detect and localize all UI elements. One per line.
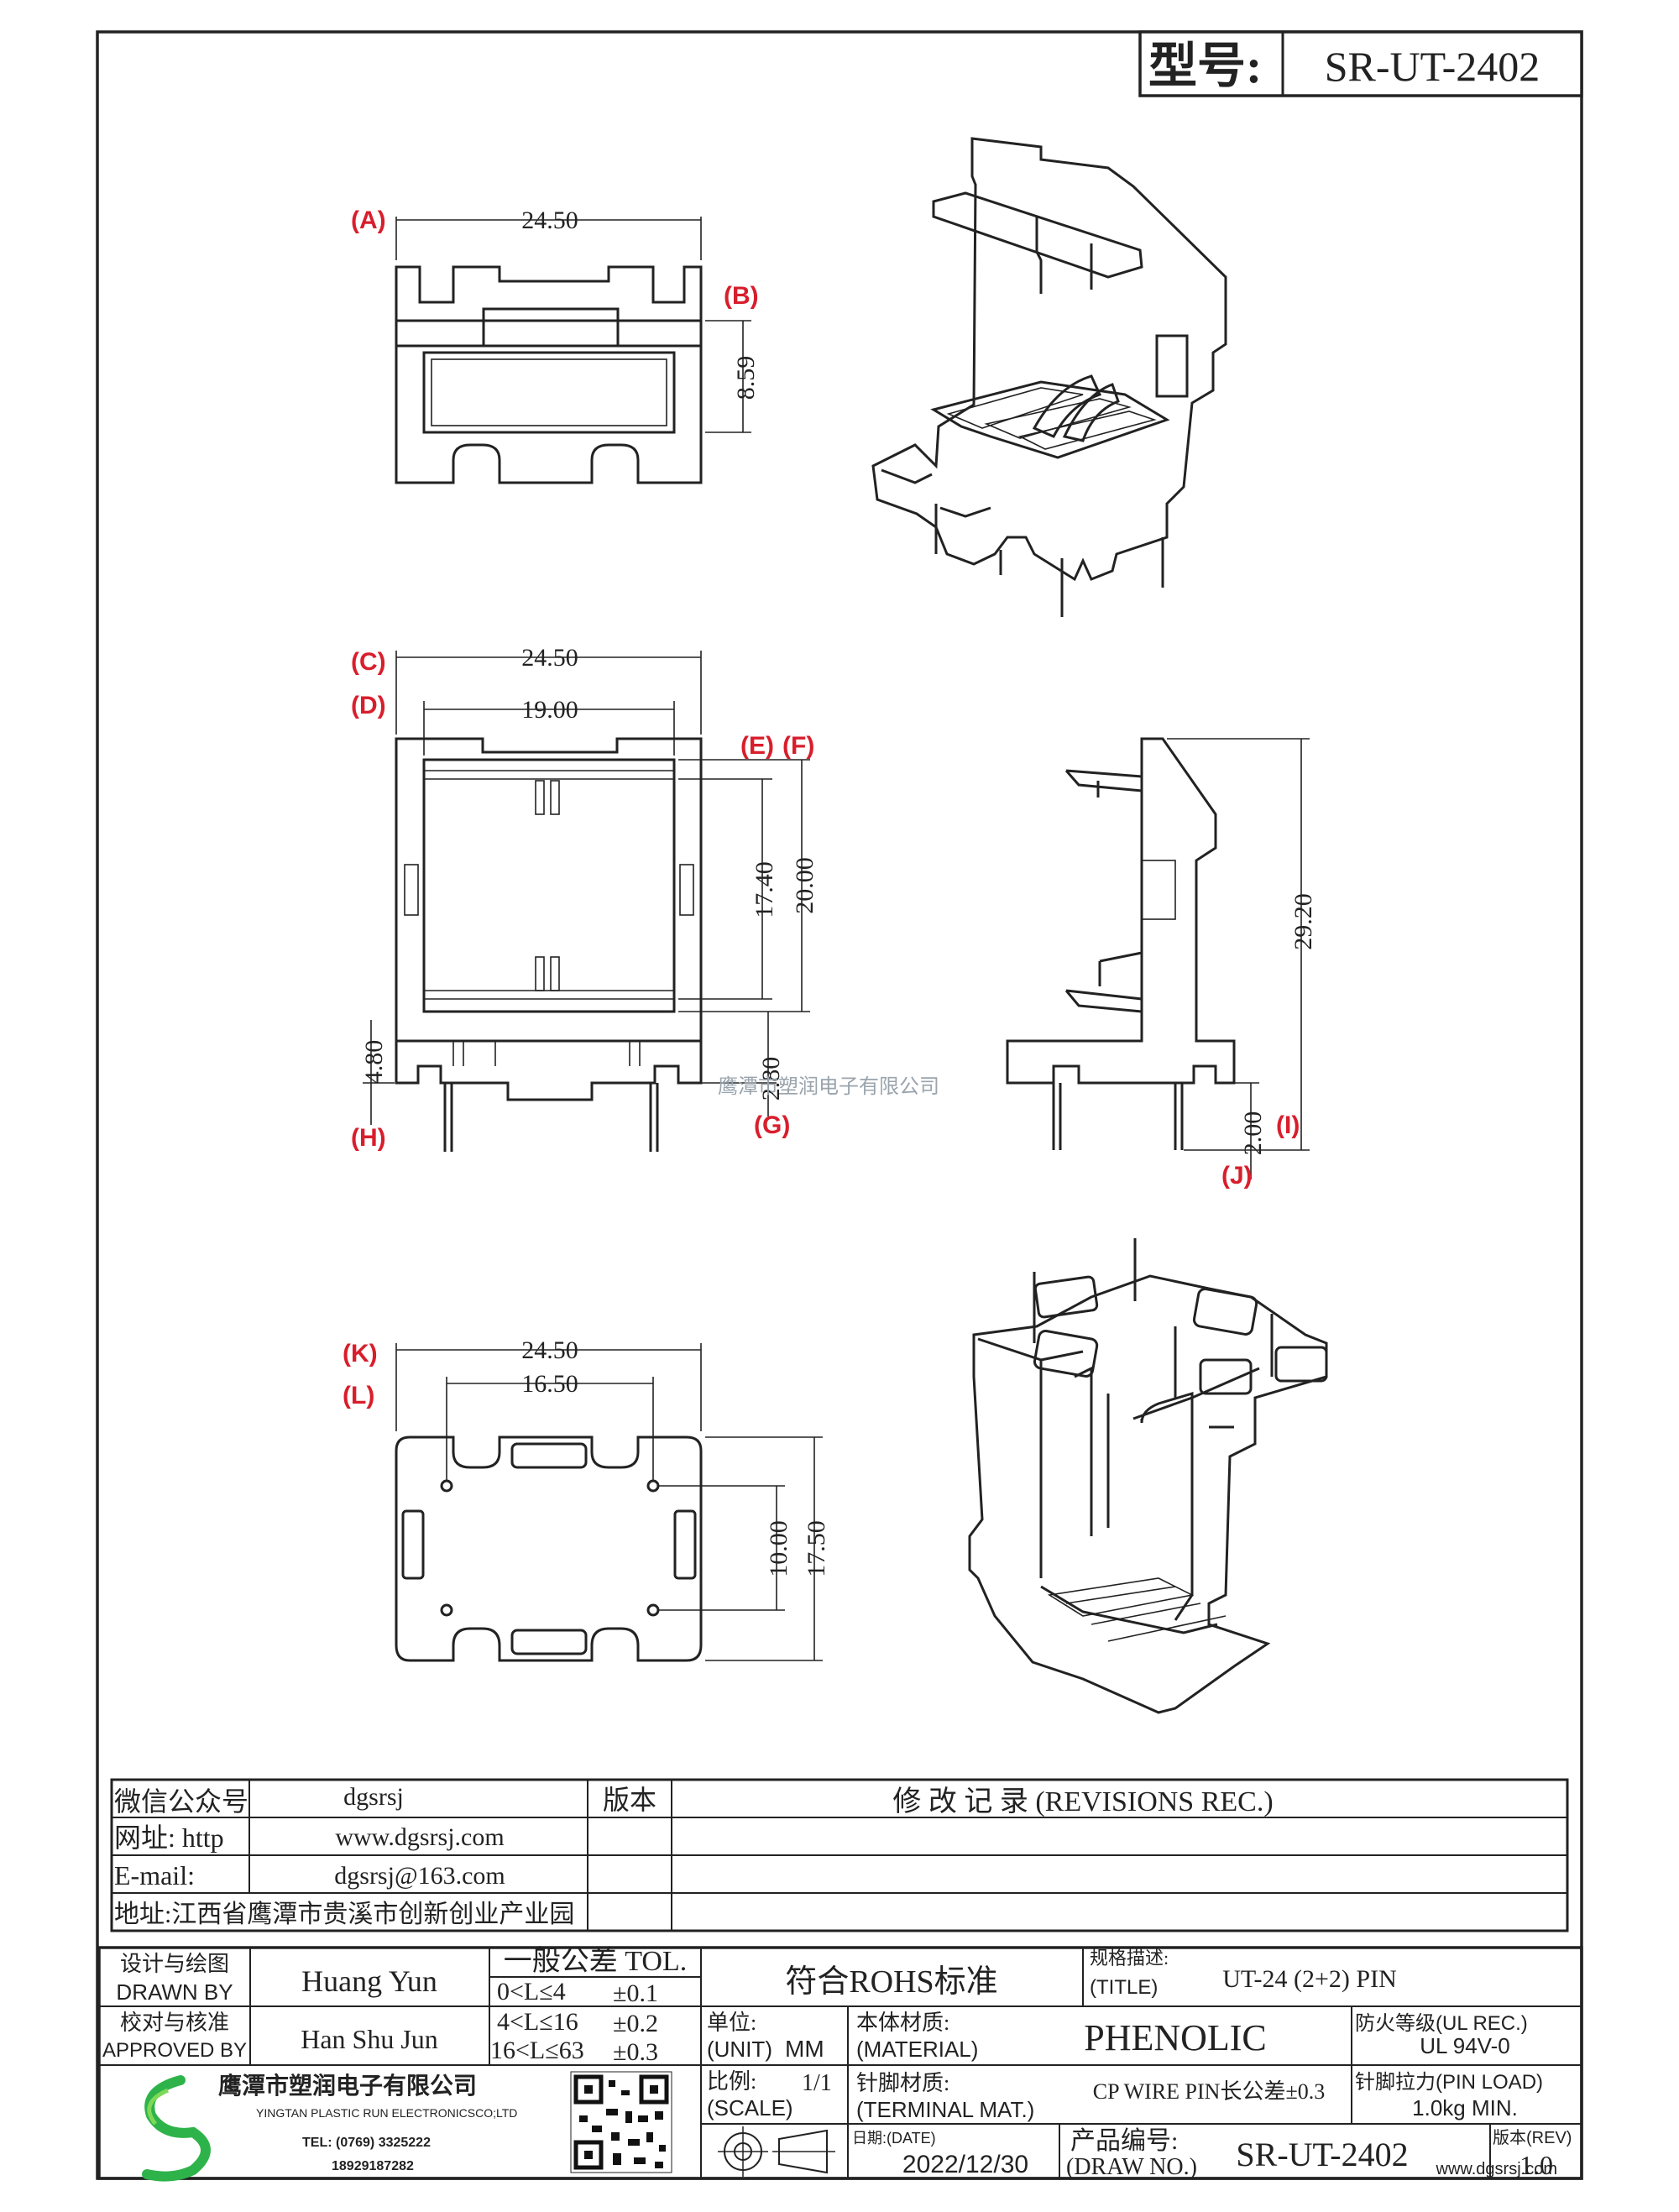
company-name-cn: 鹰潭市塑润电子有限公司 (218, 2072, 477, 2100)
draw-no-value: SR-UT-2402 (1236, 2136, 1408, 2173)
company-name-en: YINGTAN PLASTIC RUN ELECTRONICSCO;LTD (256, 2106, 517, 2120)
dim-front-base-height: 4.80 (360, 1040, 388, 1085)
label-g: (G) (754, 1111, 790, 1139)
dim-front-width: 24.50 (521, 644, 578, 672)
title-label-cn: 规格描述: (1090, 1948, 1169, 1969)
dim-side-pin-length: 2.00 (1239, 1111, 1267, 1156)
drawn-by-name: Huang Yun (301, 1964, 437, 1998)
sheet-border (96, 30, 1583, 2180)
tol-range-1: 0<L≤4 (497, 1978, 566, 2005)
scale-value: 1/1 (802, 2070, 832, 2096)
label-i: (I) (1276, 1111, 1300, 1139)
web-label: 网址: http (114, 1822, 224, 1853)
label-j: (J) (1221, 1162, 1253, 1190)
side-view: 29.20 2.00 (I) (J) (1006, 737, 1317, 1190)
material-value: PHENOLIC (1084, 2017, 1267, 2058)
draw-no-label-en: (DRAW NO.) (1066, 2154, 1197, 2180)
wechat-label: 微信公众号 (114, 1786, 248, 1817)
projection-symbol (718, 2126, 835, 2177)
iso-view-bottom (968, 1238, 1328, 1714)
model-label: 型号: (1148, 39, 1262, 93)
rohs-compliance: 符合ROHS标准 (785, 1964, 997, 2000)
unit-label-cn: 单位: (707, 2011, 756, 2035)
dim-bottom-pin-spacing: 16.50 (521, 1370, 578, 1398)
model-header: 型号: SR-UT-2402 (1138, 30, 1583, 97)
tol-range-3: 16<L≤63 (490, 2037, 584, 2064)
label-e: (E) (740, 732, 774, 760)
date-value: 2022/12/30 (902, 2151, 1028, 2178)
flame-label: 防火等级(UL REC.) (1355, 2012, 1528, 2035)
terminal-value: CP WIRE PIN长公差±0.3 (1093, 2079, 1325, 2104)
bottom-view: 24.50 16.50 10.00 17.50 (K) (L) (343, 1336, 830, 1662)
dim-front-inner-height: 17.40 (751, 861, 778, 918)
email-value: dgsrsj@163.com (334, 1862, 505, 1890)
dim-top-width: 24.50 (521, 207, 578, 234)
dim-bottom-pin-row: 10.00 (765, 1520, 792, 1577)
contact-table: 微信公众号 dgsrsj 网址: http www.dgsrsj.com E-m… (110, 1778, 1569, 1932)
qr-code (570, 2071, 672, 2173)
version-col-label: 版本 (603, 1785, 656, 1815)
dim-bottom-width: 24.50 (521, 1336, 578, 1364)
tol-value-3: ±0.3 (613, 2038, 658, 2066)
title-label-en: (TITLE) (1090, 1976, 1158, 1999)
unit-value: MM (785, 2036, 824, 2062)
label-c: (C) (351, 648, 386, 676)
company-logo (142, 2075, 211, 2182)
dim-side-total-height: 29.20 (1289, 893, 1317, 950)
scale-label-en: (SCALE) (707, 2095, 793, 2120)
rev-label: 版本(REV) (1493, 2128, 1572, 2147)
tol-range-2: 4<L≤16 (497, 2008, 578, 2036)
unit-label-en: (UNIT) (707, 2037, 772, 2062)
iso-view-top (871, 137, 1227, 617)
scale-label-cn: 比例: (707, 2069, 756, 2094)
dim-front-outer-height: 20.00 (791, 857, 819, 914)
dim-front-inner-width: 19.00 (521, 696, 578, 724)
address-text: 地址:江西省鹰潭市贵溪市创新创业产业园 (114, 1901, 574, 1928)
revisions-title: 修 改 记 录 (REVISIONS REC.) (892, 1786, 1273, 1817)
label-l: (L) (343, 1382, 374, 1409)
dim-front-pin-offset: 2.80 (757, 1057, 785, 1101)
approved-by-cn: 校对与核准 (120, 2011, 229, 2035)
corner-watermark: www.dgsrsj.com (1436, 2160, 1557, 2178)
rev-value: 1.0 (1519, 2150, 1553, 2180)
dim-bottom-depth: 17.50 (803, 1520, 830, 1577)
pin-load-label: 针脚拉力(PIN LOAD) (1355, 2071, 1543, 2094)
title-value: UT-24 (2+2) PIN (1222, 1965, 1396, 1993)
approved-by-name: Han Shu Jun (301, 2024, 438, 2054)
label-k: (K) (343, 1340, 378, 1367)
tolerance-title: 一般公差 TOL. (504, 1945, 687, 1977)
top-view: 24.50 8.59 (A) (B) (351, 207, 760, 484)
email-label: E-mail: (114, 1860, 195, 1890)
web-value: www.dgsrsj.com (335, 1823, 504, 1851)
model-value: SR-UT-2402 (1325, 43, 1540, 90)
draw-no-label-cn: 产品编号: (1070, 2127, 1178, 2155)
tol-value-1: ±0.1 (613, 1979, 658, 2007)
drawn-by-cn: 设计与绘图 (120, 1952, 229, 1976)
label-h: (H) (351, 1124, 386, 1152)
terminal-label-cn: 针脚材质: (856, 2071, 949, 2095)
drawn-by-en: DRAWN BY (116, 1979, 233, 2005)
label-a: (A) (351, 207, 386, 234)
wechat-value: dgsrsj (343, 1783, 404, 1811)
date-label: 日期:(DATE) (852, 2130, 936, 2147)
company-tel: TEL: (0769) 3325222 (302, 2136, 431, 2150)
material-label-cn: 本体材质: (856, 2011, 949, 2035)
material-label-en: (MATERIAL) (856, 2037, 978, 2062)
watermark-company: 鹰潭市塑润电子有限公司 (718, 1075, 939, 1098)
approved-by-en: APPROVED BY (102, 2039, 247, 2062)
pin-load-value: 1.0kg MIN. (1412, 2095, 1518, 2120)
company-mobile: 18929187282 (332, 2159, 414, 2173)
title-block: 设计与绘图 DRAWN BY Huang Yun 校对与核准 APPROVED … (97, 1945, 1583, 2182)
front-view: 24.50 19.00 17.40 20.00 4.80 2.80 (C) (D… (351, 644, 819, 1152)
terminal-label-en: (TERMINAL MAT.) (856, 2097, 1034, 2122)
label-d: (D) (351, 692, 386, 719)
flame-value: UL 94V-0 (1420, 2033, 1509, 2058)
dim-top-height: 8.59 (732, 356, 760, 400)
label-b: (B) (724, 282, 759, 310)
label-f: (F) (782, 732, 814, 760)
tol-value-2: ±0.2 (613, 2010, 658, 2037)
